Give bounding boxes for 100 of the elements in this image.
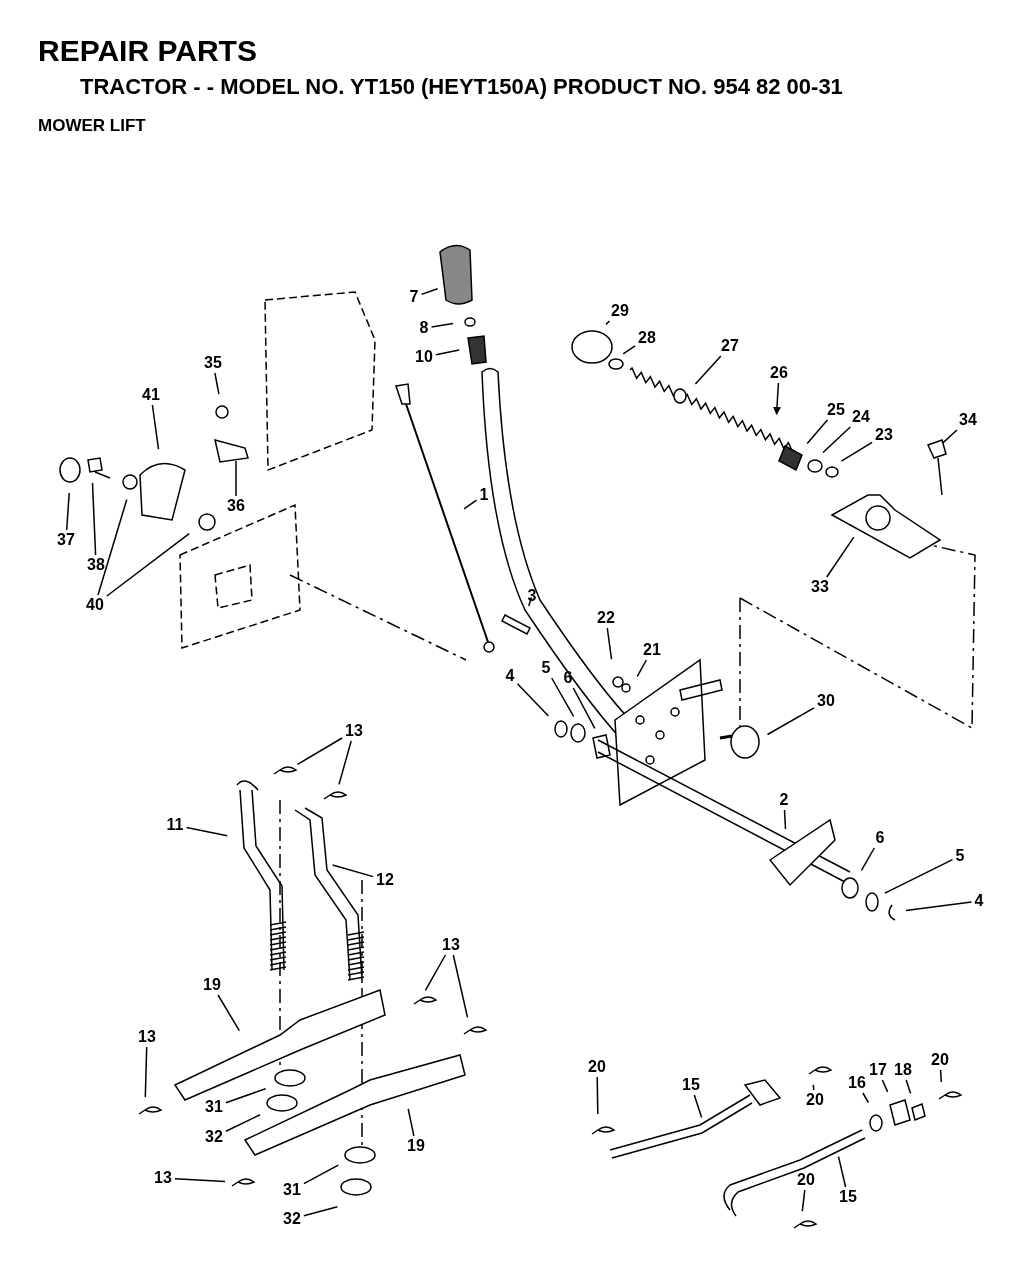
callout-number: 1 — [478, 486, 490, 504]
leader-line — [550, 677, 575, 718]
callout-number: 16 — [847, 1074, 867, 1092]
callout-number: 8 — [418, 319, 430, 337]
leader-line — [862, 1092, 870, 1104]
callout-number: 31 — [282, 1181, 302, 1199]
callout-number: 32 — [204, 1128, 224, 1146]
leader-line — [452, 954, 469, 1019]
leader-line — [881, 1079, 889, 1093]
callout-number: 13 — [441, 936, 461, 954]
leader-line — [185, 826, 228, 837]
callout-number: 6 — [562, 669, 574, 687]
leader-line — [905, 901, 973, 912]
leader-line — [97, 498, 128, 596]
leader-line — [606, 627, 613, 660]
callout-number: 35 — [203, 354, 223, 372]
section-heading: MOWER LIFT — [38, 116, 146, 136]
leader-line — [860, 847, 876, 872]
callout-number: 22 — [596, 609, 616, 627]
callout-number: 33 — [810, 578, 830, 596]
leader-line — [331, 864, 374, 878]
leader-line — [822, 426, 852, 454]
callout-number: 6 — [874, 829, 886, 847]
leader-line — [91, 482, 97, 556]
callout-number: 20 — [587, 1058, 607, 1076]
leader-line — [801, 1189, 806, 1212]
callout-number: 37 — [56, 531, 76, 549]
callout-number: 15 — [681, 1076, 701, 1094]
callout-number: 20 — [805, 1091, 825, 1109]
callout-number: 11 — [165, 816, 185, 834]
callout-number: 4 — [504, 667, 516, 685]
leader-line — [144, 1046, 148, 1098]
callout-number: 25 — [826, 401, 846, 419]
callout-number: 13 — [137, 1028, 157, 1046]
leader-line — [225, 1087, 267, 1104]
callout-number: 20 — [930, 1051, 950, 1069]
callout-number: 17 — [868, 1061, 888, 1079]
leader-line — [424, 954, 447, 992]
callout-number: 27 — [720, 337, 740, 355]
callout-number: 13 — [153, 1169, 173, 1187]
callout-number: 18 — [893, 1061, 913, 1079]
callout-number: 36 — [226, 497, 246, 515]
callout-number: 13 — [344, 722, 364, 740]
leader-line — [420, 287, 439, 296]
leader-line — [693, 1094, 703, 1119]
callout-number: 28 — [637, 329, 657, 347]
callout-number: 23 — [874, 426, 894, 444]
leader-line — [694, 355, 722, 385]
leader-line — [905, 1079, 912, 1095]
callout-number: 26 — [769, 364, 789, 382]
leader-line — [296, 737, 343, 766]
leader-line — [837, 1155, 847, 1188]
leader-line — [303, 1164, 340, 1185]
callout-number: 24 — [851, 408, 871, 426]
leader-line — [636, 659, 648, 678]
leader-line — [463, 499, 478, 510]
callout-number: 38 — [86, 556, 106, 574]
leader-line — [884, 858, 954, 894]
callout-number: 15 — [838, 1188, 858, 1206]
leader-line — [303, 1206, 339, 1217]
leader-line — [622, 345, 636, 355]
callout-number: 20 — [796, 1171, 816, 1189]
page-title: REPAIR PARTS — [38, 34, 257, 68]
callout-number: 31 — [204, 1098, 224, 1116]
leader-line — [214, 372, 220, 395]
callout-number: 4 — [973, 892, 985, 910]
callout-number: 2 — [778, 791, 790, 809]
leader-line — [596, 1076, 599, 1115]
leader-line — [572, 687, 596, 730]
leader-line — [516, 683, 550, 717]
callout-number: 32 — [282, 1210, 302, 1228]
leader-line — [806, 419, 829, 445]
leader-line — [151, 404, 160, 450]
callout-number: 19 — [406, 1137, 426, 1155]
leader-line — [812, 1084, 815, 1091]
leader-line — [65, 492, 70, 531]
leader-line — [407, 1108, 415, 1137]
leader-line — [605, 320, 611, 326]
callout-number: 5 — [540, 659, 552, 677]
leader-line — [840, 441, 873, 462]
leader-line — [942, 429, 958, 444]
leader-line — [235, 460, 237, 497]
leader-line — [217, 994, 241, 1032]
callout-number: 30 — [816, 692, 836, 710]
leader-line — [106, 532, 190, 597]
callout-number: 34 — [958, 411, 978, 429]
callout-number: 21 — [642, 641, 662, 659]
callout-number: 12 — [375, 871, 395, 889]
leader-line — [430, 322, 454, 328]
leader-line — [435, 349, 460, 356]
callout-number: 29 — [610, 302, 630, 320]
callout-number: 7 — [408, 288, 420, 306]
callout-number: 40 — [85, 596, 105, 614]
leader-line — [225, 1114, 261, 1133]
subtitle: TRACTOR - - MODEL NO. YT150 (HEYT150A) PRODUCT NO. 954 82 00-31 — [80, 74, 843, 100]
leader-line — [939, 1069, 943, 1083]
callout-number: 10 — [414, 348, 434, 366]
callout-number: 5 — [954, 847, 966, 865]
callout-number: 41 — [141, 386, 161, 404]
leader-line — [826, 536, 855, 578]
